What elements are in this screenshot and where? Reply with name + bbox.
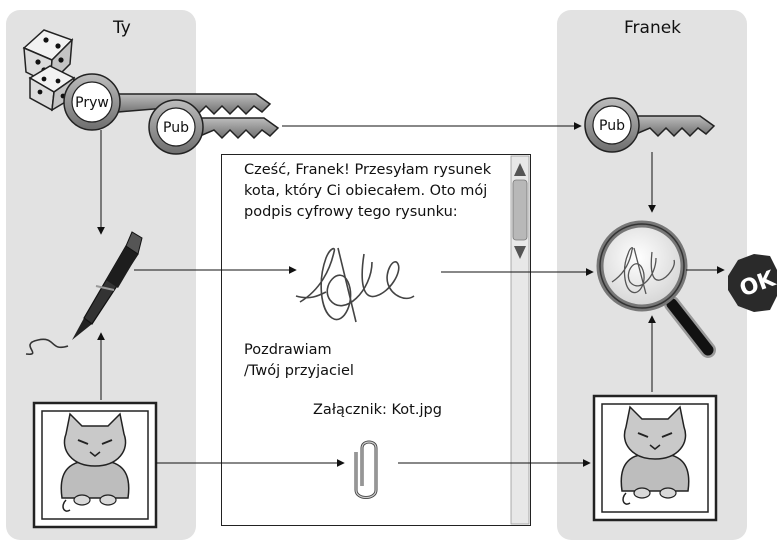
letter-intro-text: Cześć, Franek! Przesyłam rysunek kota, k… [244,162,492,220]
public-key-recipient-icon: Pub [584,97,716,153]
attachment-label[interactable]: Załącznik: Kot.jpg [313,402,442,418]
public-key-sender-label: Pub [163,120,189,136]
letter-greeting: Pozdrawiam [244,342,332,358]
signature-icon [295,247,415,323]
cat-picture-sender [32,401,158,529]
scroll-up-icon[interactable] [514,163,526,176]
public-key-recipient-label: Pub [599,118,625,134]
letter-scrollbar[interactable] [510,155,530,525]
paperclip-icon [354,440,378,499]
letter-closing: Pozdrawiam /Twój przyjaciel [244,340,354,382]
cat-icon [60,412,130,512]
public-key-sender-icon: Pub [148,99,280,155]
private-key-icon: Pryw [63,73,272,131]
lane-sender-title: Ty [113,18,131,38]
flow-arrows [97,122,725,467]
lane-recipient-title: Franek [624,18,682,38]
scroll-down-icon[interactable] [514,246,526,259]
cat-picture-recipient [592,394,718,522]
pen-icon [25,231,143,355]
scroll-thumb[interactable] [512,179,528,241]
dice-icon [22,29,76,112]
ok-badge-icon: OK [728,254,777,312]
letter-signoff: /Twój przyjaciel [244,363,354,379]
private-key-label: Pryw [75,95,109,111]
cat-icon [620,405,690,505]
magnified-signature-icon [611,247,675,295]
magnifier-icon [596,220,716,358]
